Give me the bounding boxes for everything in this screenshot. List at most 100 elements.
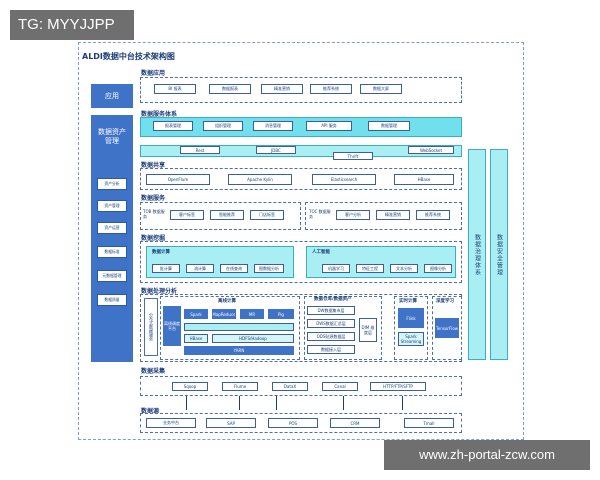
service-right-item: 精准营销 (376, 210, 410, 220)
watermark-top: TG: MYYJJPP (10, 10, 134, 40)
ai-title: 人工智能 (312, 250, 330, 255)
security-column: 数据安全管理 (490, 149, 508, 360)
warehouse-layer-item: DWS数据汇总层 (307, 319, 355, 328)
service-left-item: 客户标签 (170, 210, 204, 220)
collect-item: Canal (322, 382, 358, 391)
service-left-label: TOB 数据服务 (143, 209, 165, 219)
offline-engine: Spark (184, 309, 208, 319)
share-protocol: Rest (180, 146, 220, 154)
section-service-system-label: 数据服务体系 (141, 111, 178, 118)
collect-item: HTTP/FTP/SFTP (370, 382, 426, 391)
governance-column: 数据治理体系 (468, 149, 486, 360)
share-protocol: Thrift (333, 152, 373, 160)
app-item: 数据大屏 (360, 84, 402, 94)
share-engine: Elasticsearch (312, 174, 376, 185)
asset-management-panel (91, 115, 133, 362)
warehouse-layer-item: 数据接入层 (307, 345, 355, 354)
diagram-frame (78, 42, 524, 440)
source-item: 业务中台 (146, 418, 196, 428)
offline-engine: MapReduce (212, 309, 236, 319)
service-system-item: 消息管理 (253, 121, 293, 131)
arrow-line (186, 396, 187, 410)
watermark-bottom: www.zh-portal-zcw.com (384, 440, 590, 470)
arrow-line (276, 396, 277, 410)
offline-storage: HDFS/Hadoop (212, 334, 294, 343)
service-left-item: 门店标签 (250, 210, 284, 220)
asset-button: 元数据管理 (97, 270, 127, 282)
asset-button: 数据质量 (97, 294, 127, 306)
governance-label: 数据治理体系 (473, 233, 481, 276)
compute-item: 流计算 (186, 264, 214, 273)
service-system-item: 报表管理 (153, 121, 193, 131)
distributed-service-label: 分布式数据服务 (149, 313, 154, 341)
app-item: 精准营销 (261, 84, 303, 94)
deep-learning-title: 深度学习 (436, 299, 454, 304)
asset-button: 资产分析 (97, 178, 127, 190)
section-app-label: 数据应用 (141, 70, 166, 77)
offline-yarn: YARN (184, 346, 294, 355)
service-system-item: 数据管理 (368, 121, 410, 131)
offline-engine: MR (240, 309, 264, 319)
distributed-service-box: 分布式数据服务 (144, 298, 158, 356)
service-right-label: TOC 数据服务 (309, 209, 331, 219)
asset-button: 资产运营 (97, 222, 127, 234)
offline-scheduler: 离线调度平台 (163, 306, 181, 346)
realtime-item: Flink (398, 308, 424, 328)
share-engine: Apache Kylin (228, 174, 292, 185)
service-system-item: 组织管理 (203, 121, 243, 131)
warehouse-layer-item: ODS贴源数据层 (307, 332, 355, 341)
section-mining-label: 数据挖掘 (141, 235, 166, 242)
realtime-title: 实时计算 (399, 299, 417, 304)
diagram-title: ALDI数据中台技术架构图 (82, 52, 175, 61)
arrow-line (402, 396, 403, 410)
asset-management-title: 数据资产 管理 (98, 128, 126, 145)
compute-item: 批计算 (152, 264, 180, 273)
warehouse-title: 数据仓库/数据资产 (314, 297, 352, 302)
share-engine: OpenFlum (146, 174, 210, 185)
ai-item: 图像分析 (424, 264, 452, 273)
section-share-label: 数据共享 (141, 162, 166, 169)
share-layer (140, 168, 462, 190)
offline-storage: HBase (184, 334, 208, 343)
realtime-item: Spark Streaming (398, 332, 424, 346)
section-storage-label: 数据处理分析 (141, 288, 178, 295)
source-item: POS (268, 418, 318, 428)
security-label: 数据安全管理 (495, 233, 503, 276)
arrow-line (239, 396, 240, 410)
ai-item: 机器学习 (322, 264, 350, 273)
asset-button: 数据标准 (97, 246, 127, 258)
app-item: BI 报表 (154, 84, 196, 94)
source-item: SAP (206, 418, 256, 428)
compute-item: 图数据分析 (254, 264, 284, 273)
source-item: Tmall (404, 418, 454, 428)
compute-item: 在线查询 (220, 264, 248, 273)
section-service-label: 数据服务 (141, 195, 166, 202)
service-system-item: API 服务 (306, 121, 352, 131)
arrow-line (343, 396, 344, 410)
ai-item: 文本分析 (390, 264, 418, 273)
share-protocol-band (140, 145, 462, 157)
source-item: CRM (330, 418, 380, 428)
warehouse-layer-item: DW数据集市层 (307, 306, 355, 315)
share-protocol: JDBC (256, 146, 296, 154)
service-right-item: 客户分析 (336, 210, 370, 220)
app-item: 推荐系统 (310, 84, 352, 94)
service-left-item: 智能推荐 (210, 210, 244, 220)
collect-item: DataX (272, 382, 308, 391)
collect-item: Sqoop (172, 382, 208, 391)
offline-title: 离线计算 (218, 299, 236, 304)
warehouse-dim: DIM 维度层 (359, 318, 377, 342)
app-item: 数据报表 (209, 84, 251, 94)
share-protocol: WebSocket (408, 146, 454, 154)
ai-item: 特征工程 (356, 264, 384, 273)
section-source-label: 数据源 (141, 408, 160, 415)
offline-bar (184, 323, 294, 331)
offline-engine: Pig (268, 309, 294, 319)
service-right-item: 推荐系统 (416, 210, 450, 220)
compute-title: 数据计算 (152, 250, 170, 255)
realtime-group (394, 296, 428, 360)
deep-learning-item: TensorFlow (435, 318, 459, 338)
asset-button: 资产管理 (97, 200, 127, 212)
app-box: 应用 (91, 84, 133, 108)
section-collect-label: 数据采集 (141, 368, 166, 375)
